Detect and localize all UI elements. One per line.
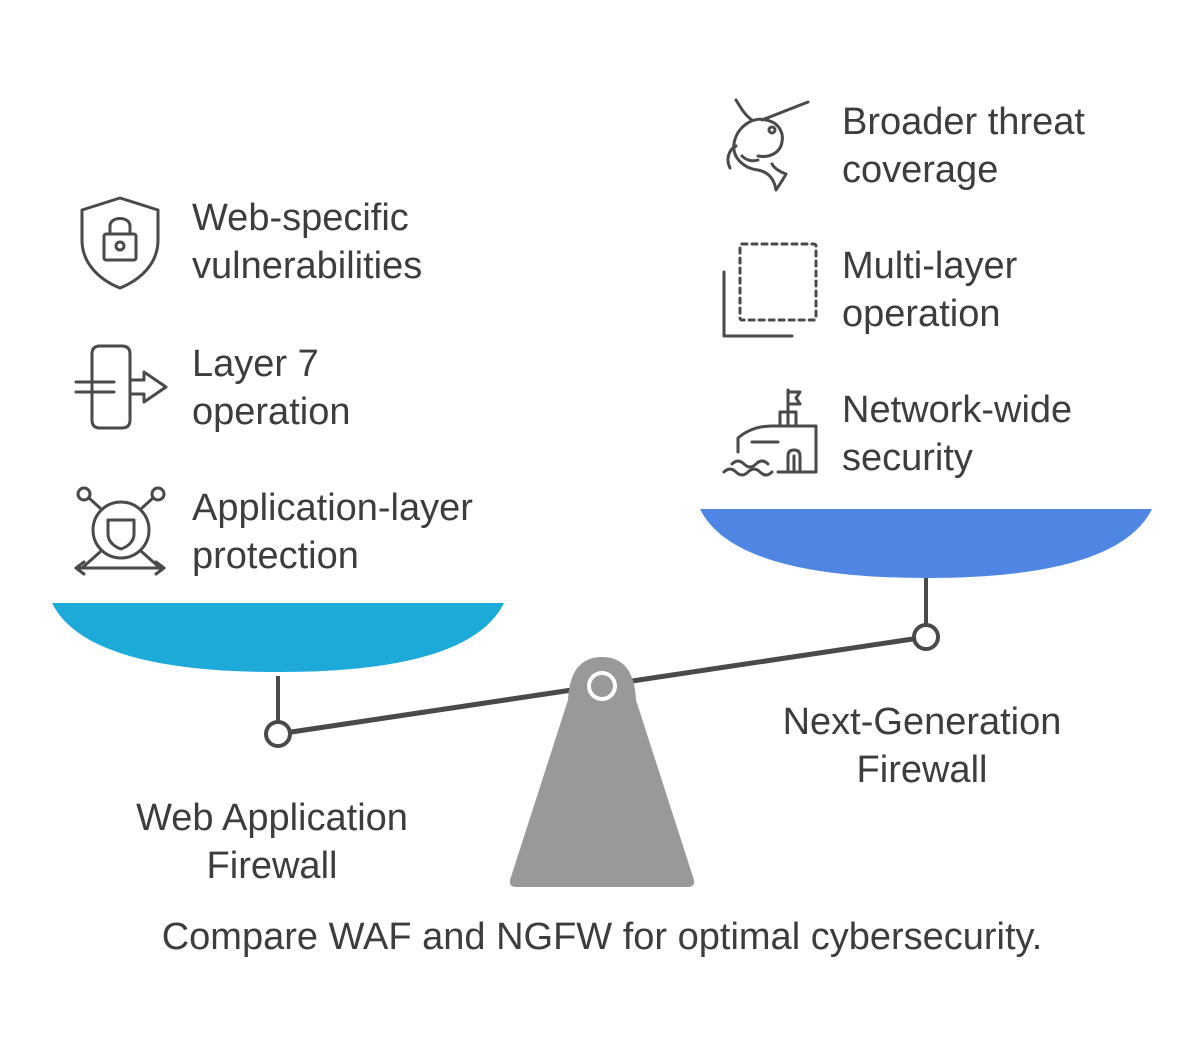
left-item-1-label: Web-specific vulnerabilities	[192, 197, 423, 287]
fulcrum-pivot	[587, 671, 617, 701]
shield-network-icon	[72, 484, 168, 580]
right-item-3: Network-wide security	[722, 386, 1072, 482]
left-joint	[264, 720, 292, 748]
fulcrum	[509, 657, 695, 887]
left-item-3: Application-layer protection	[72, 484, 473, 580]
right-side-title: Next-Generation Firewall	[782, 701, 1062, 791]
right-item-1: Broader threat coverage	[722, 98, 1085, 194]
layers-dashed-icon	[722, 242, 818, 338]
left-item-2-label: Layer 7 operation	[192, 343, 351, 433]
layer-arrow-icon	[72, 340, 168, 436]
left-item-2: Layer 7 operation	[72, 340, 350, 436]
shield-lock-icon	[72, 194, 168, 290]
right-item-2: Multi-layer operation	[722, 242, 1017, 338]
swordfish-icon	[722, 98, 818, 194]
left-item-1: Web-specific vulnerabilities	[72, 194, 422, 290]
right-item-2-label: Multi-layer operation	[842, 245, 1018, 335]
right-item-3-label: Network-wide security	[842, 389, 1073, 479]
left-side-title: Web Application Firewall	[136, 797, 408, 887]
caption: Compare WAF and NGFW for optimal cyberse…	[161, 916, 1043, 958]
castle-flag-icon	[722, 386, 818, 482]
left-item-3-label: Application-layer protection	[192, 487, 473, 577]
right-joint	[912, 623, 940, 651]
right-pan	[700, 509, 1152, 578]
left-pan	[52, 603, 504, 672]
right-item-1-label: Broader threat coverage	[842, 101, 1085, 191]
